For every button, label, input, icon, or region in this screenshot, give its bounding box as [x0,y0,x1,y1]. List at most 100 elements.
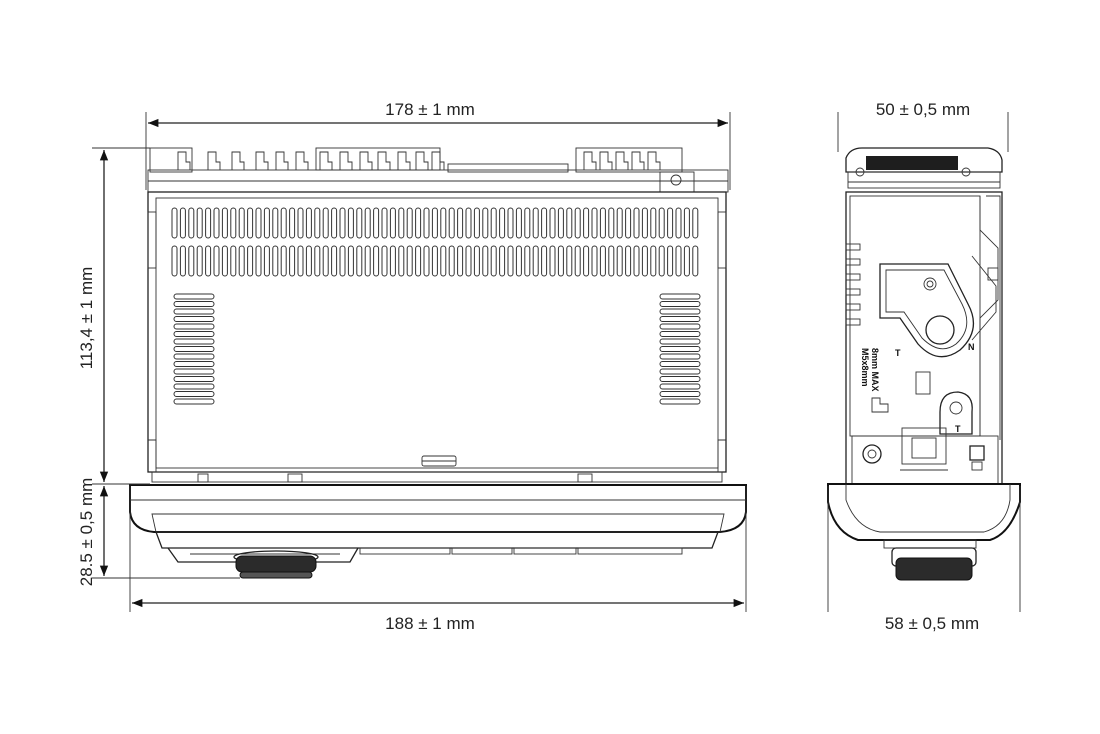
vent-slot [566,245,573,277]
vent-slot [272,245,279,277]
vent-slot [221,207,228,239]
vent-slot [574,245,581,277]
vent-slot [373,207,380,239]
vent-slot [440,207,447,239]
vent-slot [591,245,598,277]
vent-slot [659,331,701,337]
vent-slot [255,245,262,277]
vent-slot [280,207,287,239]
vent-slot [616,245,623,277]
vent-slot [322,245,329,277]
connector-fin [599,151,613,170]
vent-slot [173,353,215,360]
vent-slot [356,245,363,277]
vent-slot [347,245,354,277]
vent-slot [173,338,215,345]
vent-slot [173,331,215,337]
side-tab [845,288,861,296]
vent-slot [532,245,539,277]
vent-slot [440,245,447,277]
vent-slot [173,308,215,315]
vent-slot [667,245,674,277]
vent-slot [659,391,701,397]
vent-slot [683,207,690,239]
vent-slots-lower [171,245,699,277]
vent-slot [465,245,472,277]
connector-fin [647,151,661,170]
vent-slot [659,376,701,382]
vent-slot [692,207,699,239]
vent-slot [314,245,321,277]
vent-slot [364,245,371,277]
vent-slot [221,245,228,277]
vent-slot [173,323,215,330]
vent-slots-upper [171,207,699,239]
vent-slot [641,245,648,277]
vent-slot [667,207,674,239]
dimension-height: 113,4 ± 1 mm [77,147,150,485]
vent-slot [692,245,699,277]
vent-slot [179,245,186,277]
vent-slots-left [173,293,215,405]
connector-fin [377,151,391,170]
vent-slot [289,207,296,239]
vent-slot [415,207,422,239]
vent-slot [179,207,186,239]
vent-slot [423,245,430,277]
dimension-side-bottom-width: 58 ± 0,5 mm [827,486,1021,633]
vent-slot [608,245,615,277]
vent-slot [213,207,220,239]
vent-slot [583,245,590,277]
vent-slot [339,245,346,277]
side-front-panel [827,483,1021,541]
vent-slot [173,376,215,382]
vent-slot [675,245,682,277]
vent-slot [205,245,212,277]
vent-slot [541,207,548,239]
connector-fin [397,151,411,170]
vent-slot [557,207,564,239]
vent-slot [173,293,215,300]
marking-t-upper: T [895,348,901,358]
vent-slot [289,245,296,277]
dim-text-height: 113,4 ± 1 mm [77,267,96,370]
side-tab [845,318,861,326]
vent-slot [541,245,548,277]
connector-fin [177,151,191,170]
vent-slot [659,383,701,390]
vent-slot [322,207,329,239]
vent-slot [659,301,701,307]
vent-slot [173,346,215,352]
marking-n: N [968,342,975,352]
marking-screw-spec-2: M5x8mm [860,348,870,387]
vent-slot [173,301,215,307]
vent-slot [625,245,632,277]
vent-slot [482,207,489,239]
vent-slot [473,207,480,239]
vent-slot [465,207,472,239]
vent-slot [331,207,338,239]
vent-slot [297,245,304,277]
vent-slot [431,207,438,239]
dim-text-bottom-width: 188 ± 1 mm [385,614,475,633]
vent-slot [599,245,606,277]
vent-slot [173,368,215,375]
marking-t-lower: T [955,424,961,434]
vent-slot [305,207,312,239]
connector-fin [415,151,429,170]
side-tab [845,273,861,281]
volume-knob-side [891,547,977,581]
vent-slot [381,207,388,239]
vent-slot [389,245,396,277]
marking-screw-spec-1: 8mm MAX [870,348,880,392]
dimension-top-width: 178 ± 1 mm [145,100,731,190]
dim-text-top-width: 178 ± 1 mm [385,100,475,119]
dim-text-front-depth: 28.5 ± 0,5 mm [77,478,96,587]
vent-slot [659,308,701,315]
vent-slot [415,245,422,277]
vent-slot [171,245,178,277]
vent-slot [213,245,220,277]
vent-slot [431,245,438,277]
vent-slot [490,207,497,239]
vent-slot [633,207,640,239]
